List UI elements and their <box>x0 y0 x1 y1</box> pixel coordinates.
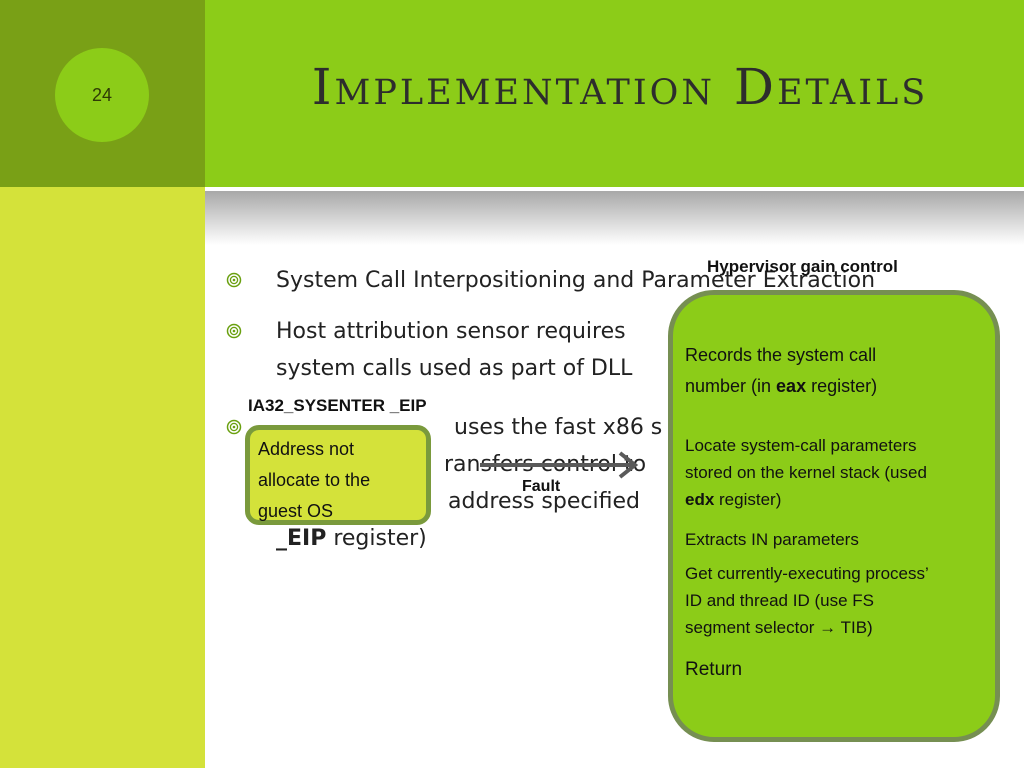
step-return: Return <box>685 659 743 680</box>
step-text: number (in <box>685 376 777 396</box>
edx-bold: edx <box>685 490 715 509</box>
ia32-sysenter-label: IA32_SYSENTER _EIP <box>248 396 427 415</box>
hypervisor-label: Hypervisor gain control <box>707 257 898 276</box>
bullet-text: uses the fast x86 s <box>454 415 663 440</box>
address-not-allocated-box: Address not allocate to the guest OS <box>245 425 431 525</box>
bullet-item: Host attribution sensor requires system … <box>226 313 946 387</box>
step-text: Locate system-call parameters <box>685 436 917 455</box>
bullet-item: uses the fast x86 s ransfers control to … <box>226 409 946 557</box>
circle-bullet-icon <box>226 419 242 435</box>
step-text: register) <box>714 490 782 509</box>
sidebar-bottom-panel <box>0 187 205 768</box>
circle-bullet-icon <box>226 272 242 288</box>
slide-number: 24 <box>55 48 149 142</box>
step-text: stored on the kernel stack (used <box>685 463 927 482</box>
step-extract-params: Extracts IN parameters <box>685 530 859 549</box>
gradient-band <box>205 191 1024 245</box>
bullet-text: system calls used as part of DLL <box>276 356 633 381</box>
step-text: ID and thread ID (use FS <box>685 591 874 610</box>
header-band <box>205 0 1024 187</box>
slide-title: Implementation Details <box>311 58 929 116</box>
bullet-text: address specified <box>448 489 640 514</box>
register-text: register) <box>326 526 427 551</box>
eax-bold: eax <box>776 376 807 396</box>
step-locate-params: Locate system-call parameters stored on … <box>685 432 983 513</box>
box-line: Address not <box>258 439 355 459</box>
step-get-process-id: Get currently-executing process’ ID and … <box>685 560 983 641</box>
eip-bold: _EIP <box>276 526 327 551</box>
right-arrow-icon <box>480 451 639 479</box>
bullet-text: Host attribution sensor requires <box>276 319 626 344</box>
bullet-text-last: _EIP register) <box>276 520 946 557</box>
step-text: register) <box>806 376 878 396</box>
box-line: guest OS <box>258 501 334 521</box>
step-text: Records the system call <box>685 345 877 365</box>
bullet-text: System Call Interpositioning and Paramet… <box>276 268 876 293</box>
step-text: segment selector → TIB) <box>685 618 873 637</box>
circle-bullet-icon <box>226 323 242 339</box>
bullet-item: System Call Interpositioning and Paramet… <box>226 262 946 299</box>
slide-number-text: 24 <box>91 84 113 105</box>
bullet-list: System Call Interpositioning and Paramet… <box>226 262 946 571</box>
box-line: allocate to the <box>258 470 371 490</box>
step-record-syscall: Records the system call number (in eax r… <box>685 340 983 402</box>
step-text: Get currently-executing process’ <box>685 564 929 583</box>
header-divider <box>205 187 1024 191</box>
fault-label: Fault <box>522 478 561 495</box>
hypervisor-steps-box: Records the system call number (in eax r… <box>668 290 1000 742</box>
